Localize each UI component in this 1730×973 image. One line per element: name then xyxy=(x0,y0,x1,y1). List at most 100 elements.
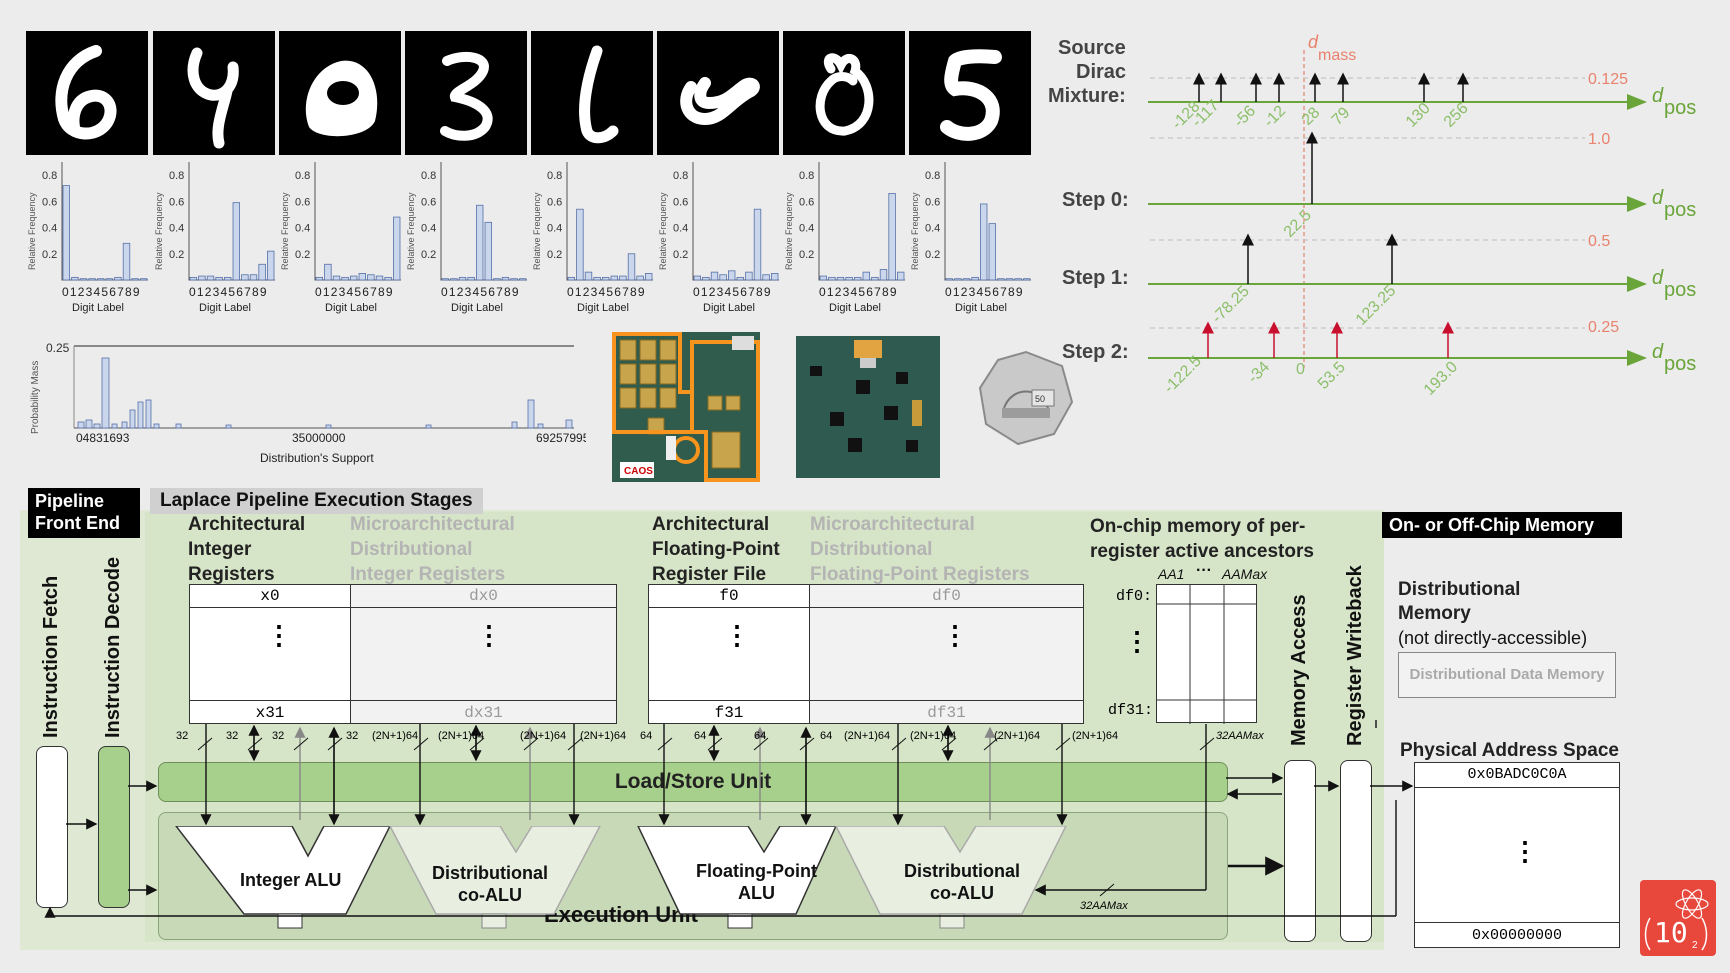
histogram-bar xyxy=(88,278,96,281)
int-reg-ellipsis: ⋮ xyxy=(266,620,292,650)
histogram-tick-label: 0.6 xyxy=(547,196,562,208)
histogram-tick-label: 0.2 xyxy=(925,249,940,261)
digit-image-1 xyxy=(531,31,653,155)
digit-image-6 xyxy=(26,31,148,155)
memory-access-stage[interactable] xyxy=(1284,760,1316,942)
histogram-bar xyxy=(519,278,527,281)
histogram-bar xyxy=(1014,278,1022,281)
source-val-5: 79 xyxy=(1329,104,1354,129)
histogram-digit-ticks: 0123456789 xyxy=(189,285,268,299)
source-title-3: Mixture: xyxy=(1048,85,1126,107)
histogram-bar xyxy=(728,270,736,281)
histogram-bar xyxy=(384,276,392,281)
instruction-decode-label: Instruction Decode xyxy=(102,556,124,738)
histogram-bar xyxy=(71,276,79,281)
df0-row-label: df0: xyxy=(1116,588,1153,605)
step0-val-0: 22.5 xyxy=(1281,207,1315,241)
histogram-y-label: Relative Frequency xyxy=(27,192,37,270)
instruction-fetch-stage[interactable] xyxy=(36,746,68,908)
onchip-title-line2: register active ancestors xyxy=(1090,541,1314,562)
histogram-tick-label: 0.2 xyxy=(169,249,184,261)
histogram-bar xyxy=(1005,278,1014,281)
histogram-tick-label: 0.4 xyxy=(42,223,57,235)
digit-image-5 xyxy=(909,31,1031,155)
dist-data-memory-box[interactable]: Distributional Data Memory xyxy=(1398,652,1616,698)
support-x-right: 69257995 xyxy=(536,431,586,445)
histogram-bar xyxy=(836,276,845,281)
aamax-width-top: 32AAMax xyxy=(1216,730,1264,742)
laplace-stages-title-text: Laplace Pipeline Execution Stages xyxy=(160,490,473,511)
histogram-bar xyxy=(962,278,971,281)
histogram-bar xyxy=(736,276,744,281)
instruction-decode-stage[interactable] xyxy=(98,746,130,908)
digit-histogram: Relative Frequency0.80.60.40.20123456789… xyxy=(280,162,401,314)
dist-coalu-2-line2: co-ALU xyxy=(930,883,994,903)
histogram-bar xyxy=(576,208,584,281)
histogram-bar xyxy=(458,276,467,281)
histogram-tick-label: 0.8 xyxy=(799,170,814,182)
histogram-bar xyxy=(980,203,988,281)
histogram-bar xyxy=(122,242,131,281)
histogram-bar xyxy=(593,276,601,281)
histogram-tick-label: 0.2 xyxy=(547,249,562,261)
histogram-tick-label: 0.6 xyxy=(295,196,310,208)
fifty-pence-coin: 50 xyxy=(978,350,1074,446)
step2-zero: 0 xyxy=(1296,361,1305,378)
histogram-digit-ticks: 0123456789 xyxy=(567,285,646,299)
svg-text:CAOS: CAOS xyxy=(624,466,653,477)
arch-fp-title-line1: Architectural xyxy=(652,514,770,535)
fp-alu-line2: ALU xyxy=(737,883,775,903)
histogram-x-label: Digit Label xyxy=(577,302,629,314)
histogram-tick-label: 0.8 xyxy=(547,170,562,182)
histogram-tick-label: 0.4 xyxy=(421,223,436,235)
histogram-tick-label: 0.6 xyxy=(169,196,184,208)
reg-x0: x0 xyxy=(189,584,351,608)
dpos-label-step2: d xyxy=(1652,341,1664,363)
histogram-tick-label: 0.8 xyxy=(673,170,688,182)
digit-image-8 xyxy=(783,31,905,155)
aamax-width-bottom: 32AAMax xyxy=(1080,900,1128,912)
source-mass: 0.125 xyxy=(1588,71,1628,88)
step1-val-1: 123.25 xyxy=(1353,282,1400,329)
dmass-sub: mass xyxy=(1318,47,1356,64)
histogram-y-label: Relative Frequency xyxy=(784,192,794,270)
step0-label: Step 0: xyxy=(1062,189,1129,211)
histogram-bar xyxy=(627,253,636,281)
arch-int-title: Architectural Integer Registers xyxy=(188,512,305,587)
histogram-bar xyxy=(258,263,266,281)
logo-sub: 2 xyxy=(1692,940,1698,951)
load-store-label: Load/Store Unit xyxy=(614,770,772,793)
histogram-x-label: Digit Label xyxy=(955,302,1007,314)
histogram-bar xyxy=(636,275,644,281)
histogram-bar xyxy=(854,276,862,281)
histogram-bar xyxy=(745,271,753,281)
dpos-sub-source: pos xyxy=(1664,97,1696,119)
load-store-unit[interactable]: Load/Store Unit xyxy=(158,762,1228,802)
histogram-tick-label: 0.2 xyxy=(673,249,688,261)
dist-fp-reg-ellipsis: ⋮ xyxy=(942,620,968,650)
micro-int-title: Microarchitectural Distributional Intege… xyxy=(350,512,515,587)
histogram-bar xyxy=(897,271,905,281)
histogram-bar xyxy=(567,276,575,281)
histogram-bar xyxy=(198,275,206,281)
step1-mass: 0.5 xyxy=(1588,233,1610,250)
histogram-bar xyxy=(493,278,501,281)
dist-coalu-1-line2: co-ALU xyxy=(458,885,522,905)
step2-val-0: -122.5 xyxy=(1161,353,1205,397)
histogram-bar xyxy=(702,276,710,281)
dist-coalu-1-line1: Distributional xyxy=(432,863,548,883)
histogram-bar xyxy=(249,274,258,281)
register-writeback-stage[interactable] xyxy=(1340,760,1372,942)
histogram-tick-label: 0.2 xyxy=(799,249,814,261)
bus-width-label: (2N+1)64 xyxy=(910,730,957,742)
step2-label: Step 2: xyxy=(1062,341,1129,363)
dpos-label-step0: d xyxy=(1652,187,1664,209)
histogram-bar xyxy=(879,269,888,281)
digit-image-blob2 xyxy=(657,31,779,155)
histogram-bar xyxy=(710,271,719,281)
bus-width-label: (2N+1)64 xyxy=(844,730,891,742)
source-val-7: 256 xyxy=(1441,100,1472,131)
histogram-bar xyxy=(971,276,979,281)
datapath-wiring xyxy=(44,720,1414,918)
svg-text:50: 50 xyxy=(1035,394,1045,404)
